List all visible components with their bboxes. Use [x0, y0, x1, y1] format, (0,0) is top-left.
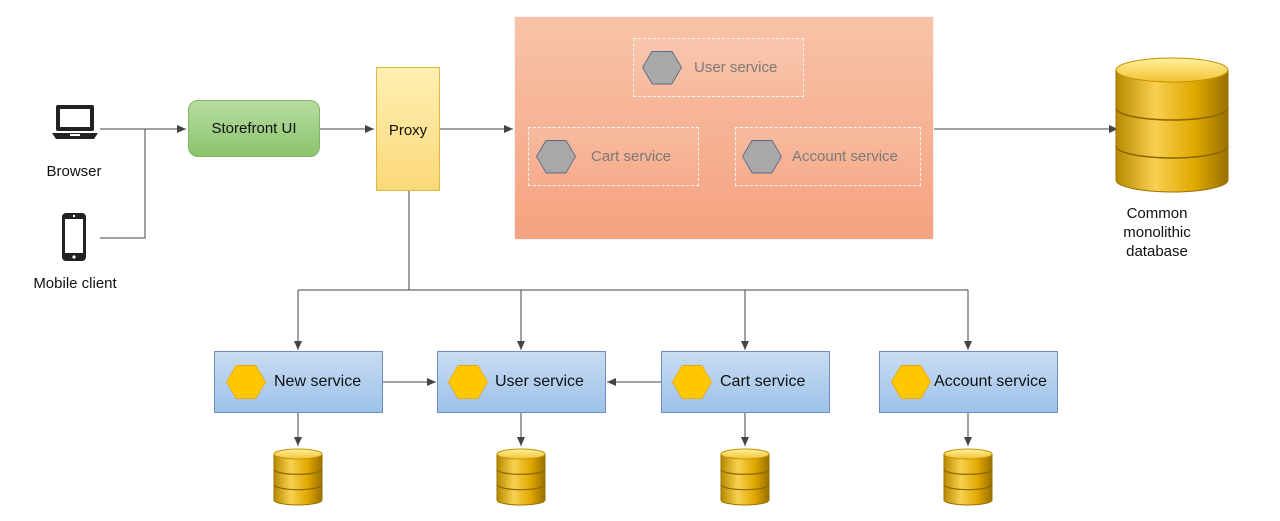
monolith-account-service-label: Account service: [792, 148, 898, 165]
service-database-icon: [943, 448, 993, 506]
proxy-label: Proxy: [388, 122, 428, 139]
service-hexagon-icon: [642, 50, 682, 85]
monolith-container: [514, 16, 934, 240]
monolith-user-service-label: User service: [694, 59, 778, 76]
service-database-icon: [496, 448, 546, 506]
microservice-user: User service: [437, 351, 606, 413]
service-hexagon-icon: [448, 365, 488, 399]
common-database-icon: [1115, 57, 1229, 193]
microservice-label: Cart service: [720, 373, 806, 390]
browser-label: Browser: [46, 163, 102, 180]
microservice-new: New service: [214, 351, 383, 413]
smartphone-icon: [62, 213, 86, 261]
service-database-icon: [720, 448, 770, 506]
service-database-icon: [273, 448, 323, 506]
proxy-node: Proxy: [376, 67, 440, 191]
microservice-label: Account service: [934, 373, 1047, 390]
microservice-label: User service: [495, 373, 584, 390]
monolith-cart-service: Cart service: [528, 127, 699, 186]
microservice-account: Account service: [879, 351, 1058, 413]
service-hexagon-icon: [536, 139, 576, 174]
service-hexagon-icon: [891, 365, 931, 399]
monolith-user-service: User service: [633, 38, 804, 97]
mobile-client-label: Mobile client: [33, 275, 117, 292]
common-database-label: Common monolithic database: [1123, 205, 1191, 260]
monolith-account-service: Account service: [735, 127, 921, 186]
storefront-ui-label: Storefront UI: [211, 120, 297, 137]
edge-mobile-storefront: [100, 129, 146, 239]
microservice-cart: Cart service: [661, 351, 830, 413]
service-hexagon-icon: [226, 365, 266, 399]
microservice-label: New service: [274, 373, 362, 390]
service-hexagon-icon: [742, 139, 782, 174]
laptop-icon: [52, 105, 98, 139]
storefront-ui-node: Storefront UI: [188, 100, 320, 157]
service-hexagon-icon: [672, 365, 712, 399]
monolith-cart-service-label: Cart service: [591, 148, 672, 165]
